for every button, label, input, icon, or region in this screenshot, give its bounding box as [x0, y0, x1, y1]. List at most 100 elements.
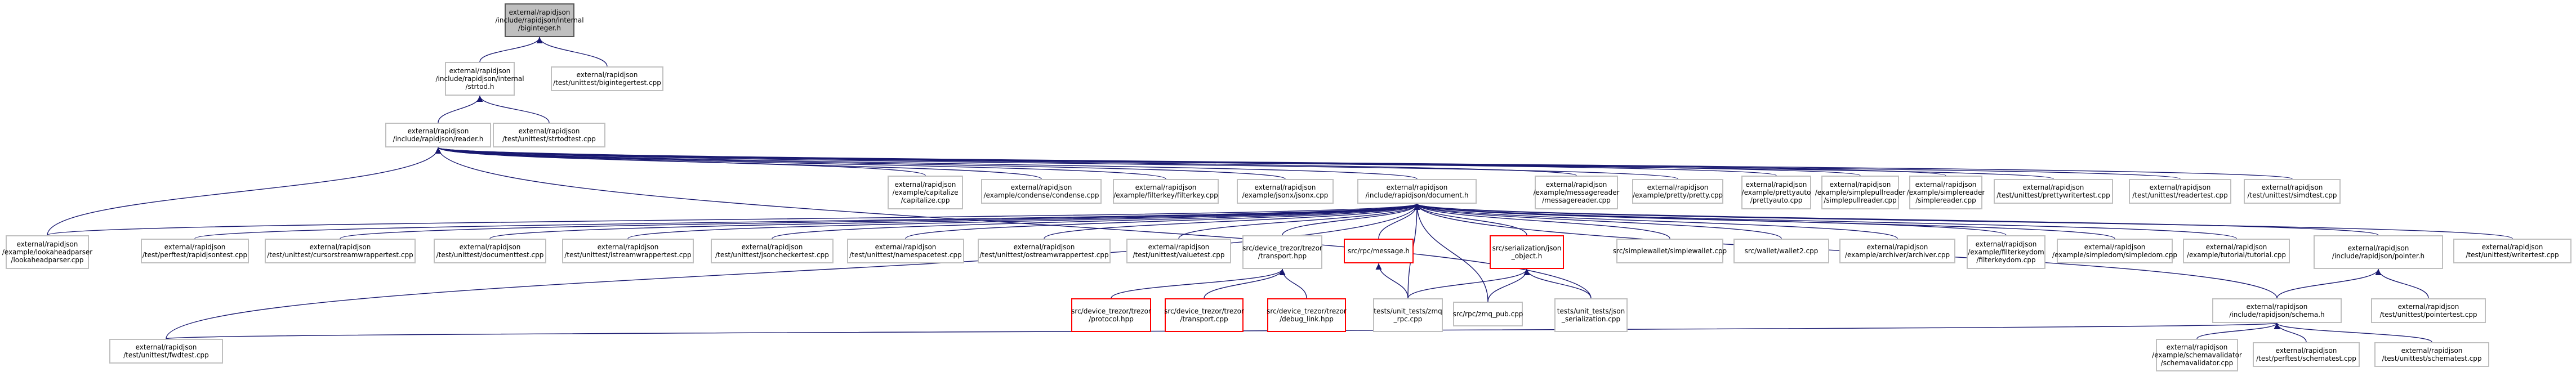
file-node-label-line: src/rpc/zmq_pub.cpp — [1452, 310, 1523, 318]
file-node-transport-hpp[interactable]: src/device_trezor/trezor/transport.hpp — [1242, 235, 1322, 269]
edge-wallet2-to-document_h — [1414, 203, 1782, 239]
file-node-fwdtest[interactable]: external/rapidjson/test/unittest/fwdtest… — [109, 339, 223, 364]
file-node-writertest[interactable]: external/rapidjson/test/unittest/writert… — [2453, 239, 2571, 263]
file-node-filterkey[interactable]: external/rapidjson/example/filterkey/fil… — [1113, 179, 1219, 204]
file-node-label-line: /example/prettyauto — [1741, 189, 1811, 196]
file-node-label-line: external/rapidjson — [1829, 181, 1891, 189]
file-node-simplewallet[interactable]: src/simplewallet/simplewallet.cpp — [1613, 239, 1727, 263]
file-node-strtodtest[interactable]: external/rapidjson/test/unittest/strtodt… — [493, 123, 605, 147]
file-node-zmq-rpc[interactable]: tests/unit_tests/zmq_rpc.cpp — [1373, 298, 1443, 332]
file-node-label-line: /example/simplepullreader — [1815, 189, 1906, 196]
file-node-protocol-hpp[interactable]: src/device_trezor/trezor/protocol.hpp — [1071, 298, 1151, 332]
file-node-label-line: external/rapidjson — [1915, 181, 1977, 189]
file-node-simdtest[interactable]: external/rapidjson/test/unittest/simdtes… — [2244, 179, 2341, 204]
file-node-label-line: src/simplewallet/simplewallet.cpp — [1612, 247, 1727, 255]
file-node-prettywritertest[interactable]: external/rapidjson/test/unittest/prettyw… — [1994, 179, 2113, 204]
file-node-label-line: tests/unit_tests/zmq — [1374, 307, 1442, 315]
file-node-messagereader[interactable]: external/rapidjson/example/messagereader… — [1534, 176, 1620, 209]
edge-condense-to-reader_h — [435, 147, 1042, 180]
file-node-documenttest[interactable]: external/rapidjson/test/unittest/documen… — [434, 239, 546, 263]
file-node-label-line: /debug_link.hpp — [1280, 315, 1334, 323]
edge-archiver-to-document_h — [1414, 203, 1898, 239]
file-node-label-line: external/rapidjson — [597, 243, 659, 251]
file-node-label-line: /include/rapidjson/document.h — [1365, 191, 1469, 199]
file-node-pointertest[interactable]: external/rapidjson/test/unittest/pointer… — [2371, 298, 2486, 323]
file-node-label-line: external/rapidjson — [1010, 183, 1072, 191]
file-node-valuetest[interactable]: external/rapidjson/test/unittest/valuete… — [1126, 239, 1231, 263]
file-node-istreamwrappertest[interactable]: external/rapidjson/test/unittest/istream… — [562, 239, 694, 263]
file-node-label-line: /schemavalidator.cpp — [2160, 359, 2234, 367]
file-node-label-line: src/rpc/message.h — [1347, 247, 1410, 255]
edge-simdtest-to-reader_h — [435, 147, 2293, 180]
file-node-jsonx[interactable]: external/rapidjson/example/jsonx/jsonx.c… — [1237, 179, 1334, 204]
file-node-label-line: /example/capitalize — [892, 189, 959, 196]
file-node-label-line: external/rapidjson — [2022, 183, 2084, 191]
file-node-json-serialization[interactable]: tests/unit_tests/json_serialization.cpp — [1554, 298, 1628, 332]
file-node-label-line: /example/schemavalidator — [2152, 351, 2242, 359]
file-node-pretty[interactable]: external/rapidjson/example/pretty/pretty… — [1632, 179, 1723, 204]
file-node-strtod[interactable]: external/rapidjson/include/rapidjson/int… — [435, 62, 524, 96]
file-node-root[interactable]: external/rapidjson/include/rapidjson/int… — [495, 3, 584, 37]
file-node-label-line: external/rapidjson — [16, 240, 78, 248]
edge-writertest-to-document_h — [1414, 203, 2513, 239]
file-node-unit-schematest[interactable]: external/rapidjson/test/unittest/schemat… — [2374, 342, 2489, 367]
file-node-message-h[interactable]: src/rpc/message.h — [1344, 239, 1414, 263]
edge-zmq_rpc-to-message_h — [1375, 263, 1409, 299]
file-node-lookaheadparser[interactable]: external/rapidjson/example/lookaheadpars… — [2, 235, 92, 269]
file-node-label-line: /test/unittest/valuetest.cpp — [1133, 251, 1225, 259]
edge-messagereader-to-reader_h — [435, 147, 1577, 176]
file-node-label-line: /include/rapidjson/internal — [495, 16, 584, 24]
file-node-bigintegertest[interactable]: external/rapidjson/test/unittest/biginte… — [551, 66, 663, 91]
file-node-label-line: /prettyauto.cpp — [1750, 196, 1803, 204]
file-node-condense[interactable]: external/rapidjson/example/condense/cond… — [981, 179, 1102, 204]
edge-json_serialization-to-reader_h — [435, 147, 1592, 299]
file-node-transport-cpp[interactable]: src/device_trezor/trezor/transport.cpp — [1164, 298, 1244, 332]
file-node-label-line: external/rapidjson — [2481, 243, 2543, 251]
file-node-reader-h[interactable]: external/rapidjson/include/rapidjson/rea… — [385, 123, 491, 147]
file-node-simpledom[interactable]: external/rapidjson/example/simpledom/sim… — [2052, 239, 2177, 263]
file-node-label-line: src/device_trezor/trezor — [1267, 307, 1347, 315]
file-node-schema-h[interactable]: external/rapidjson/include/rapidjson/sch… — [2212, 298, 2342, 323]
file-node-label-line: /test/unittest/pointertest.cpp — [2379, 311, 2477, 319]
file-node-cursorstreamwrappertest[interactable]: external/rapidjson/test/unittest/cursors… — [265, 239, 416, 263]
file-node-prettyauto[interactable]: external/rapidjson/example/prettyauto/pr… — [1741, 176, 1811, 209]
file-node-tutorial[interactable]: external/rapidjson/example/tutorial/tuto… — [2183, 239, 2290, 263]
file-node-filterkeydom[interactable]: external/rapidjson/example/filterkeydom/… — [1967, 235, 2045, 269]
file-node-schemavalidator[interactable]: external/rapidjson/example/schemavalidat… — [2152, 339, 2242, 371]
file-node-label-line: _rpc.cpp — [1393, 315, 1423, 323]
file-node-label-line: /include/rapidjson/internal — [435, 75, 524, 83]
edge-lookaheadparser-to-document_h — [47, 203, 1420, 236]
file-node-rapidjsontest[interactable]: external/rapidjson/test/perftest/rapidjs… — [141, 239, 249, 263]
file-node-archiver[interactable]: external/rapidjson/example/archiver/arch… — [1839, 239, 1955, 263]
edge-fwdtest-to-document_h — [166, 203, 1420, 339]
file-node-simplereader[interactable]: external/rapidjson/example/simplereader/… — [1907, 176, 1985, 209]
file-node-debug-link-hpp[interactable]: src/device_trezor/trezor/debug_link.hpp — [1267, 298, 1347, 332]
edge-cursorstreamwrappertest-to-document_h — [340, 203, 1420, 239]
edge-debug_link_hpp-to-transport_hpp — [1279, 268, 1307, 299]
edge-ostreamwrappertest-to-document_h — [1044, 203, 1420, 239]
file-node-ostreamwrappertest[interactable]: external/rapidjson/test/unittest/ostream… — [978, 239, 1111, 263]
file-node-jsoncheckertest[interactable]: external/rapidjson/test/unittest/jsonche… — [711, 239, 834, 263]
file-node-simplepullreader[interactable]: external/rapidjson/example/simplepullrea… — [1815, 176, 1905, 209]
file-node-wallet2[interactable]: src/wallet/wallet2.cpp — [1733, 239, 1829, 263]
edge-readertest-to-reader_h — [435, 147, 2181, 180]
file-node-perf-schematest[interactable]: external/rapidjson/test/perftest/schemat… — [2253, 342, 2360, 367]
file-node-capitalize[interactable]: external/rapidjson/example/capitalize/ca… — [888, 176, 963, 209]
file-node-label-line: /include/rapidjson/schema.h — [2229, 311, 2325, 319]
file-node-readertest[interactable]: external/rapidjson/test/unittest/readert… — [2129, 179, 2231, 204]
file-node-document-h[interactable]: external/rapidjson/include/rapidjson/doc… — [1357, 179, 1477, 204]
edge-schemavalidator-to-schema_h — [2196, 322, 2280, 339]
file-node-label-line: /capitalize.cpp — [901, 196, 950, 204]
file-node-json-object-h[interactable]: src/serialization/json_object.h — [1490, 235, 1564, 269]
file-node-label-line: external/rapidjson — [1254, 183, 1316, 191]
file-node-label-line: external/rapidjson — [2401, 347, 2463, 355]
edge-documenttest-to-document_h — [489, 203, 1420, 239]
file-node-label-line: /example/archiver/archiver.cpp — [1844, 251, 1950, 259]
file-node-label-line: /test/unittest/bigintegertest.cpp — [553, 79, 661, 87]
file-node-namespacetest[interactable]: external/rapidjson/test/unittest/namespa… — [847, 239, 964, 263]
file-node-pointer-h[interactable]: external/rapidjson/include/rapidjson/poi… — [2314, 235, 2443, 269]
file-node-zmq-pub[interactable]: src/rpc/zmq_pub.cpp — [1453, 302, 1523, 326]
file-node-label-line: external/rapidjson — [407, 127, 469, 135]
edge-transport_hpp-to-document_h — [1282, 203, 1420, 236]
